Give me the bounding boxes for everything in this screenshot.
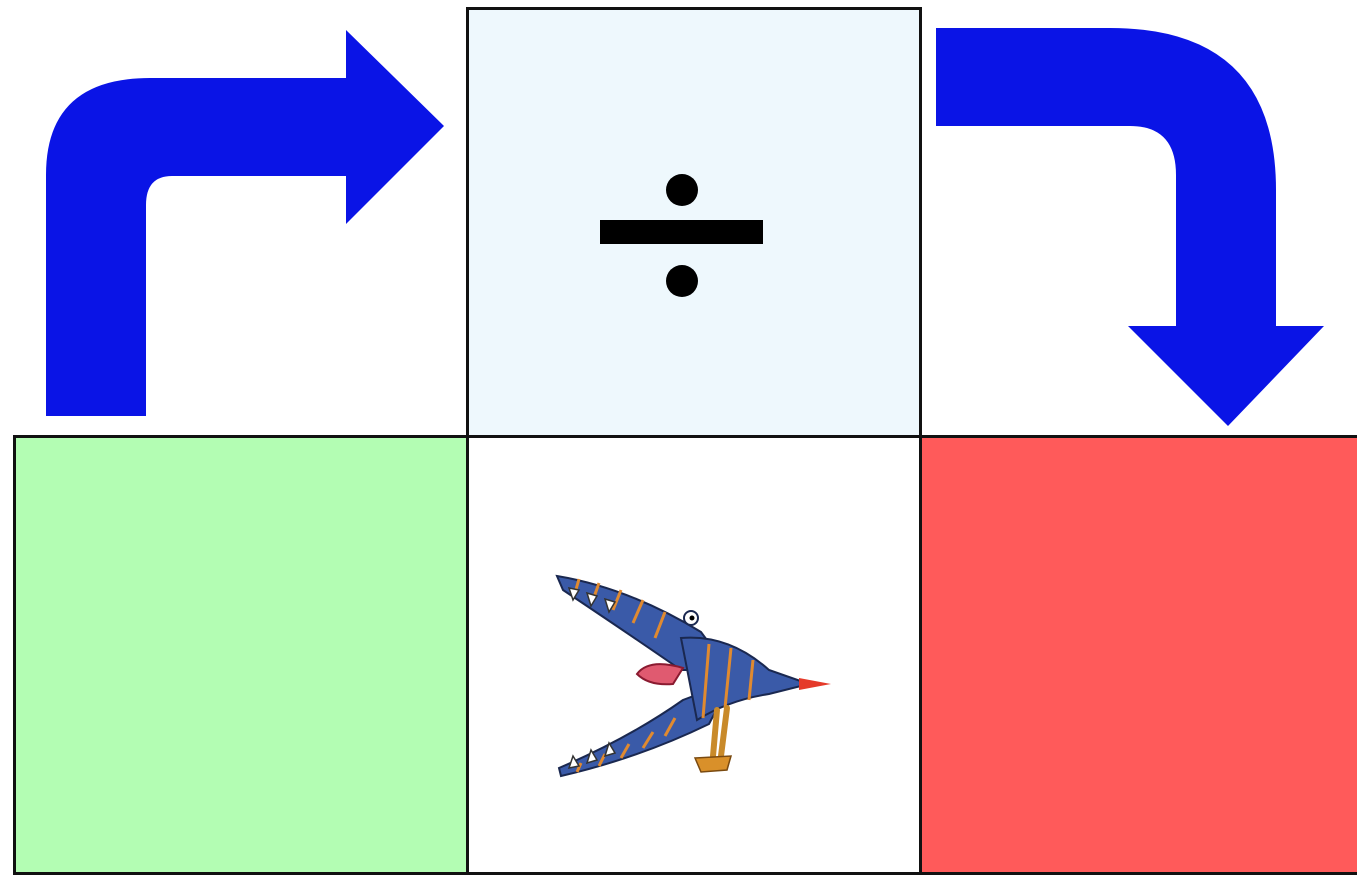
output-cell [919,435,1357,875]
division-sign-icon [469,10,919,437]
function-machine-monster-icon [469,438,919,868]
division-dot-top [666,174,698,206]
division-dot-bottom [666,265,698,297]
monster-tail-tip [799,678,831,690]
creature-cell [466,435,922,875]
curved-arrow-up-right-icon [0,0,470,430]
curved-arrow-right-down-shape [936,28,1324,426]
monster-legs [713,708,727,756]
curved-arrow-right-down-icon [920,0,1357,430]
curved-arrow-up-right-shape [46,30,444,416]
monster-feet [695,756,731,772]
input-cell [13,435,470,875]
monster-body [681,638,809,720]
operator-cell [466,7,922,440]
monster-tongue [637,664,683,684]
division-bar [600,220,763,244]
